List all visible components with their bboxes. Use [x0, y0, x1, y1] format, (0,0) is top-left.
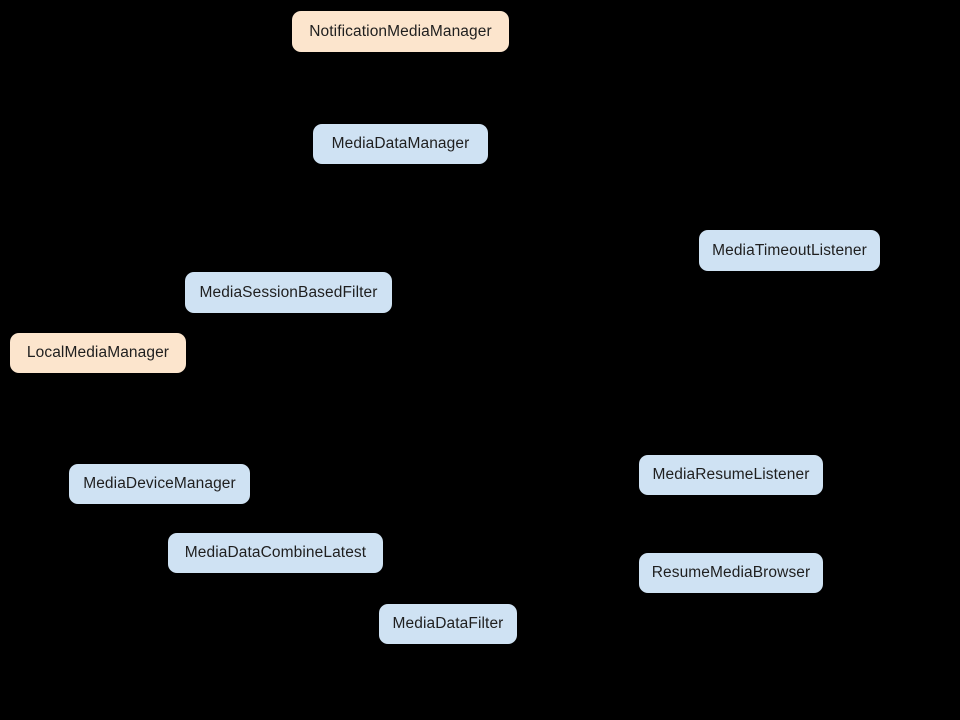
diagram-node-localmediamanager[interactable]: LocalMediaManager: [10, 333, 186, 373]
diagram-node-mediaresumelistener[interactable]: MediaResumeListener: [639, 455, 823, 495]
diagram-node-mediadatamanager[interactable]: MediaDataManager: [313, 124, 488, 164]
diagram-node-mediasessionbasedfilter[interactable]: MediaSessionBasedFilter: [185, 272, 392, 313]
diagram-node-mediadatacombinelatest[interactable]: MediaDataCombineLatest: [168, 533, 383, 573]
diagram-node-notificationmediamanager[interactable]: NotificationMediaManager: [292, 11, 509, 52]
diagram-node-mediadatafilter[interactable]: MediaDataFilter: [379, 604, 517, 644]
diagram-node-resumemediabrowser[interactable]: ResumeMediaBrowser: [639, 553, 823, 593]
diagram-node-mediatimeoutlistener[interactable]: MediaTimeoutListener: [699, 230, 880, 271]
diagram-node-mediadevicemanager[interactable]: MediaDeviceManager: [69, 464, 250, 504]
